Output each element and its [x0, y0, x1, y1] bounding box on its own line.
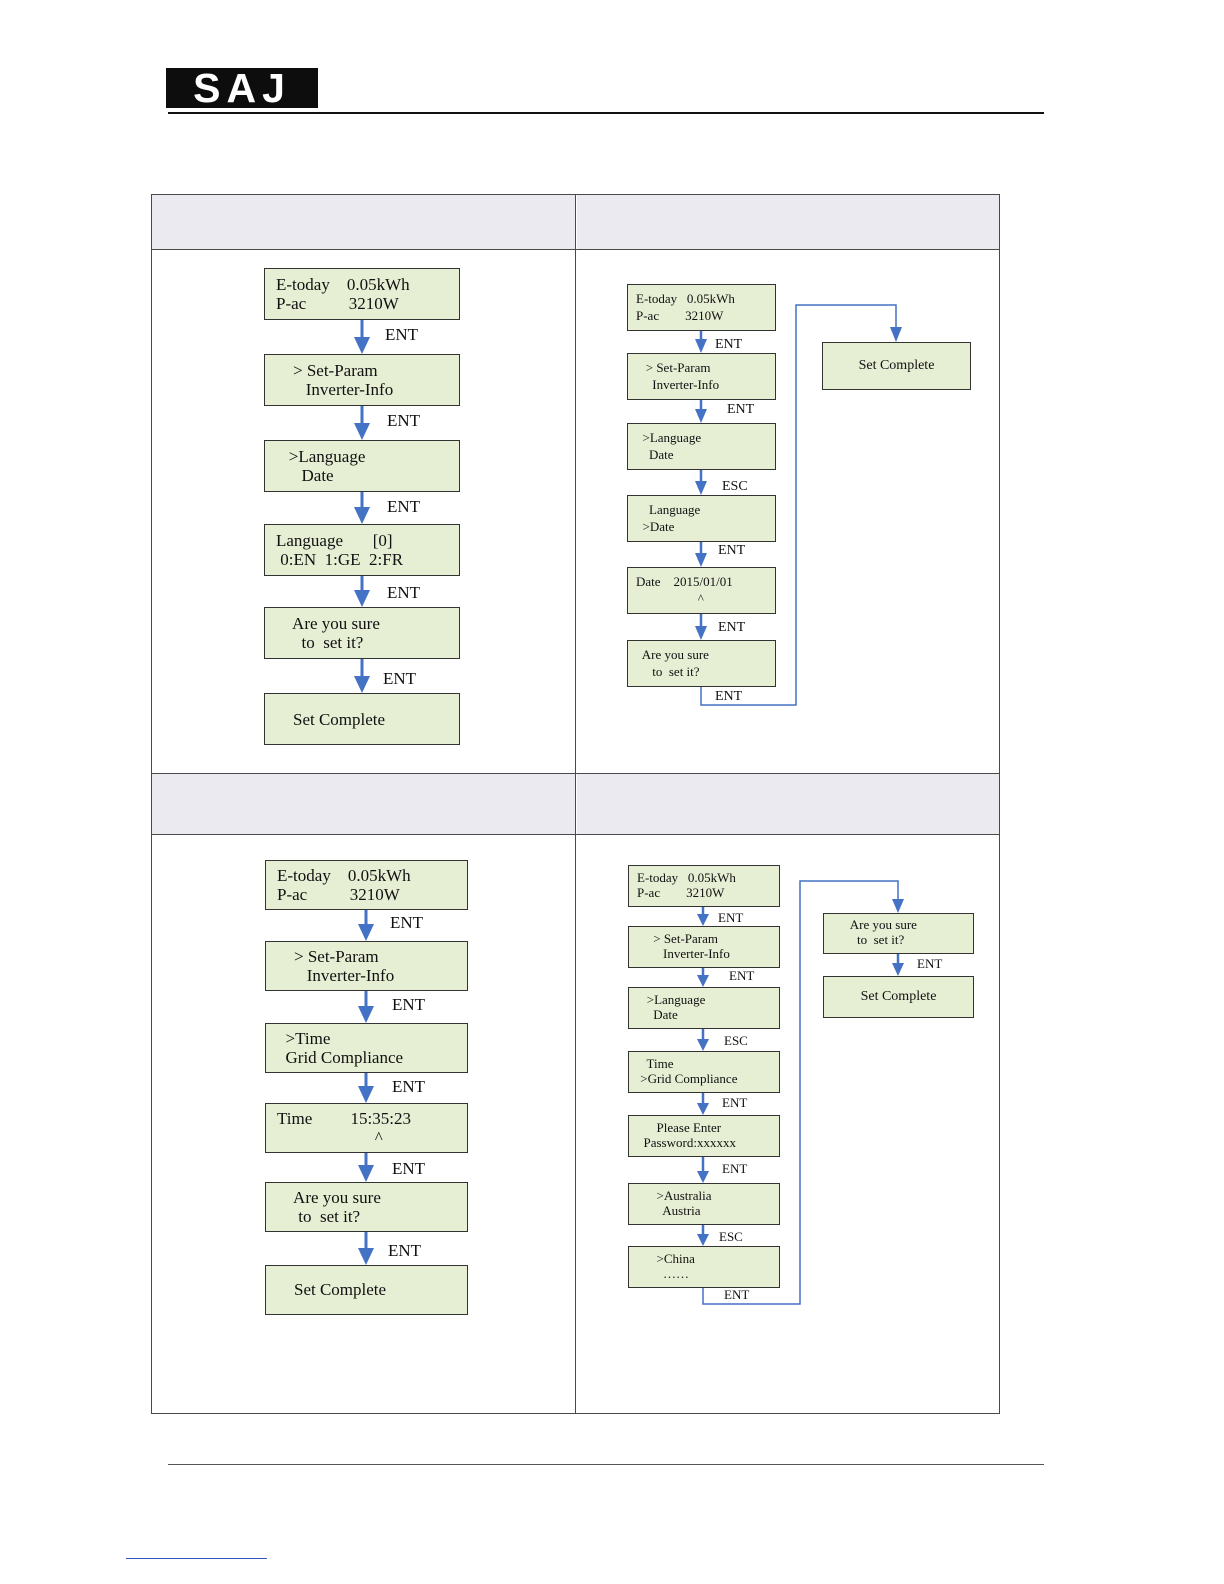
key-label: ENT	[390, 913, 424, 932]
screen-set-complete: Set Complete	[264, 693, 460, 745]
screen-country-list: >Australia Austria	[628, 1183, 780, 1225]
table-divider-h1	[151, 249, 1000, 250]
table-divider-h2	[151, 773, 1000, 774]
screen-set-param: > Set-Param Inverter-Info	[265, 941, 468, 991]
key-label: ENT	[387, 497, 421, 516]
screen-confirm: Are you sure to set it?	[823, 913, 974, 954]
screen-set-param: > Set-Param Inverter-Info	[628, 926, 780, 968]
key-label: ENT	[392, 1159, 426, 1178]
footer-rule	[168, 1464, 1044, 1465]
screen-etoday: E-today 0.05kWh P-ac 3210W	[264, 268, 460, 320]
screen-etoday: E-today 0.05kWh P-ac 3210W	[265, 860, 468, 910]
connector-to-set-complete	[700, 304, 897, 706]
key-label: ENT	[715, 689, 743, 704]
key-label: ENT	[385, 325, 419, 344]
screen-language-menu: >Language Date	[264, 440, 460, 492]
header-rule	[168, 112, 1044, 114]
key-label: ENT	[392, 995, 426, 1014]
arrow-down	[358, 910, 374, 1265]
screen-language-menu: >Language Date	[627, 423, 776, 470]
key-label: ENT	[392, 1077, 426, 1096]
key-label: ENT	[388, 1241, 422, 1260]
arrow-down	[354, 320, 370, 693]
screen-confirm: Are you sure to set it?	[264, 607, 460, 659]
screen-etoday: E-today 0.05kWh P-ac 3210W	[627, 284, 776, 331]
key-label: ESC	[719, 1229, 743, 1244]
screen-language-menu: >Language Date	[628, 987, 780, 1029]
key-label: ENT	[727, 402, 755, 417]
key-label: ENT	[724, 1287, 750, 1302]
header-cell-bottom-left	[152, 774, 575, 834]
arrow-down	[890, 327, 902, 342]
screen-confirm: Are you sure to set it?	[627, 640, 776, 687]
header-cell-top-right	[577, 195, 999, 250]
screen-set-param: > Set-Param Inverter-Info	[264, 354, 460, 406]
saj-logo: SAJ	[166, 68, 318, 108]
screen-confirm: Are you sure to set it?	[265, 1182, 468, 1232]
footer-link-underline	[126, 1558, 267, 1559]
screen-language-select: Language [0] 0:EN 1:GE 2:FR	[264, 524, 460, 576]
table-divider-h3	[151, 834, 1000, 835]
screen-etoday: E-today 0.05kWh P-ac 3210W	[628, 865, 780, 907]
key-label: ENT	[722, 1095, 748, 1110]
key-label: ENT	[715, 337, 743, 352]
arrow-down	[695, 331, 707, 640]
key-label: ENT	[718, 543, 746, 558]
key-label: ESC	[722, 479, 748, 494]
key-label: ENT	[917, 956, 943, 971]
header-cell-top-left	[152, 195, 575, 250]
header-cell-bottom-right	[577, 774, 999, 834]
table-divider-vertical	[575, 194, 576, 1414]
screen-country-china: >China ……	[628, 1246, 780, 1288]
screen-set-complete: Set Complete	[822, 342, 971, 390]
screen-grid-compliance-menu: Time >Grid Compliance	[628, 1051, 780, 1093]
screen-set-complete: Set Complete	[823, 976, 974, 1018]
connector-to-confirm	[702, 880, 899, 1305]
key-label: ENT	[718, 910, 744, 925]
key-label: ENT	[718, 620, 746, 635]
screen-date-edit: Date 2015/01/01 ^	[627, 567, 776, 614]
key-label: ENT	[387, 583, 421, 602]
screen-set-param: > Set-Param Inverter-Info	[627, 353, 776, 400]
screen-set-complete: Set Complete	[265, 1265, 468, 1315]
screen-time-edit: Time 15:35:23 ^	[265, 1103, 468, 1153]
key-label: ENT	[729, 968, 755, 983]
key-label: ESC	[724, 1033, 748, 1048]
screen-date-menu: Language >Date	[627, 495, 776, 542]
key-label: ENT	[722, 1161, 748, 1176]
key-label: ENT	[387, 411, 421, 430]
arrow-down	[892, 899, 904, 913]
screen-time-menu: >Time Grid Compliance	[265, 1023, 468, 1073]
key-label: ENT	[383, 669, 417, 688]
arrow-down	[697, 907, 904, 1246]
screen-password: Please Enter Password:xxxxxx	[628, 1115, 780, 1157]
